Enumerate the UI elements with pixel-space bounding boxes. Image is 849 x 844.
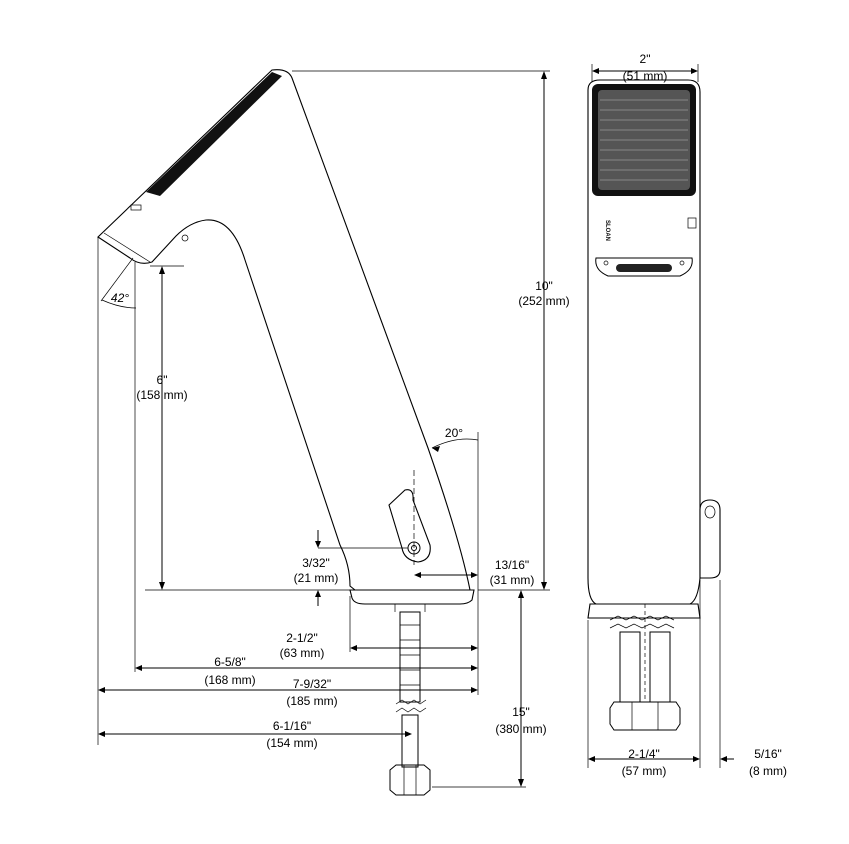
dim-shank-length-metric: (380 mm) [495, 722, 546, 736]
dim-side-base-width: 2-1/4" (57 mm) [587, 580, 721, 778]
aerator-outlet [616, 264, 672, 272]
dim-overall-depth-metric: (185 mm) [286, 694, 337, 708]
dim-body-angle: 20° [431, 426, 479, 695]
dim-handle-offset: 5/16" (8 mm) [686, 747, 787, 778]
front-nut-icon [609, 701, 681, 731]
dim-offset-small: 3/32" (21 mm) [294, 530, 408, 606]
dim-spout-to-shank-imperial: 6-1/16" [273, 719, 311, 733]
dim-handle-offset-imperial: 5/16" [754, 747, 782, 761]
dim-reach: 6-5/8" (168 mm) [135, 655, 478, 687]
dim-spout-to-shank-metric: (154 mm) [266, 736, 317, 750]
dim-handle-offset-metric: (8 mm) [749, 764, 787, 778]
front-base [587, 603, 701, 619]
dim-side-base-width-imperial: 2-1/4" [628, 747, 660, 761]
dim-reach-imperial: 6-5/8" [214, 655, 246, 669]
dim-reach-metric: (168 mm) [204, 673, 255, 687]
dim-offset-rear-metric: (31 mm) [490, 573, 535, 587]
dim-spout-angle-value: 42° [111, 291, 129, 305]
dim-offset-rear-imperial: 13/16" [495, 558, 529, 572]
dim-spout-height-metric: (158 mm) [136, 388, 187, 402]
supply-shank [389, 611, 431, 796]
dim-width-top-imperial: 2" [640, 52, 651, 66]
faucet-body-side [97, 69, 471, 591]
dim-spout-to-shank: 6-1/16" (154 mm) [98, 719, 412, 750]
base-plate [349, 589, 475, 605]
dim-width-top-metric: (51 mm) [623, 69, 668, 83]
dim-overall-depth-imperial: 7-9/32" [293, 677, 331, 691]
dim-height-total-metric: (252 mm) [518, 294, 569, 308]
indicator-icon [130, 204, 142, 211]
dim-spout-height-imperial: 6" [157, 373, 168, 387]
dim-body-angle-value: 20° [445, 426, 463, 440]
front-view: SLOAN 2" (51 mm) [587, 52, 787, 778]
dim-base-width-metric: (63 mm) [280, 646, 325, 660]
lever-handle [388, 489, 431, 563]
dim-spout-angle: 42° [97, 237, 137, 745]
dim-height-total-imperial: 10" [535, 279, 553, 293]
front-shank [609, 604, 681, 731]
dim-overall-depth: 7-9/32" (185 mm) [98, 677, 478, 708]
dim-height-total: 10" (252 mm) [292, 70, 570, 591]
dim-base-width-imperial: 2-1/2" [286, 631, 318, 645]
nut-icon [389, 764, 431, 796]
dim-shank-length-imperial: 15" [512, 705, 530, 719]
dim-offset-small-imperial: 3/32" [302, 556, 330, 570]
brand-logo: SLOAN [604, 220, 610, 241]
dim-width-top: 2" (51 mm) [591, 52, 699, 83]
dim-base-width: 2-1/2" (63 mm) [280, 596, 478, 660]
dim-offset-small-metric: (21 mm) [294, 571, 339, 585]
dim-side-base-width-metric: (57 mm) [622, 764, 667, 778]
dim-spout-height: 6" (158 mm) [136, 265, 350, 591]
sensor-strip [146, 72, 282, 196]
indicator-icon-front [687, 217, 697, 229]
front-lever [699, 499, 721, 579]
aerator-icon [181, 234, 189, 242]
dim-shank-length: 15" (380 mm) [432, 590, 547, 788]
dim-offset-rear: 13/16" (31 mm) [414, 558, 534, 587]
side-view: 10" (252 mm) 6" (158 mm) 42° 20° [97, 69, 570, 796]
